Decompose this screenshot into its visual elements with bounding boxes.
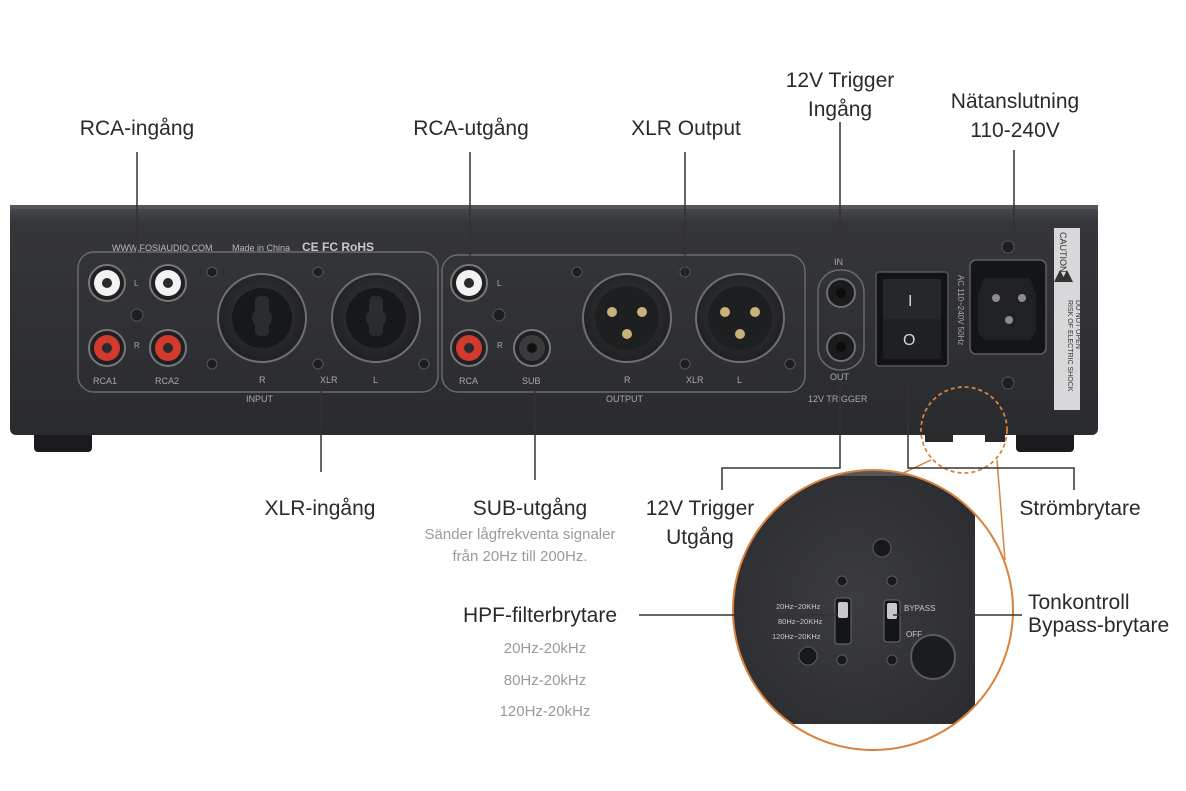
callout-power-switch: Strömbrytare bbox=[1019, 497, 1141, 520]
callout-hpf-switch: HPF-filterbrytare bbox=[462, 604, 618, 627]
ac-rating-text: AC 110~240V 50Hz bbox=[956, 275, 965, 345]
rca2-right-jack bbox=[149, 329, 187, 367]
callout-trigger-in-line1: 12V Trigger bbox=[785, 69, 895, 92]
trigger-out-label: OUT bbox=[830, 372, 850, 382]
callout-xlr-output: XLR Output bbox=[631, 117, 741, 140]
output-section-frame bbox=[441, 254, 806, 393]
rca-input-jacks bbox=[88, 264, 187, 367]
zoom-source-highlight bbox=[920, 386, 1008, 474]
trigger-jacks bbox=[817, 269, 865, 371]
rca-in-r-label: R bbox=[134, 341, 140, 350]
zoom-off-label: OFF bbox=[906, 630, 922, 639]
panel-screws-output bbox=[571, 266, 796, 370]
rca-out-l-label: L bbox=[497, 279, 502, 288]
hpf-option-2: 80Hz-20kHz bbox=[503, 672, 587, 689]
xlr-out-l-label: L bbox=[737, 375, 742, 385]
callout-rca-input: RCA-ingång bbox=[79, 117, 195, 140]
callout-trigger-out-line2: Utgång bbox=[666, 526, 734, 549]
sub-label: SUB bbox=[522, 376, 541, 386]
hpf-option-3: 120Hz-20kHz bbox=[499, 703, 591, 720]
input-section-label: INPUT bbox=[246, 394, 274, 404]
rca2-left-jack bbox=[149, 264, 187, 302]
callout-sub-desc-line1: Sänder lågfrekventa signaler bbox=[424, 526, 616, 543]
panel-screws-input bbox=[206, 266, 430, 370]
callout-rca-output: RCA-utgång bbox=[413, 117, 529, 140]
rca-output-right-jack bbox=[450, 329, 488, 367]
callout-mains-line2: 110-240V bbox=[970, 119, 1060, 142]
sub-output-jack bbox=[513, 329, 551, 367]
cert-marks: CE FC RoHS bbox=[302, 240, 374, 254]
xlr-in-l-label: L bbox=[373, 375, 378, 385]
callout-xlr-input: XLR-ingång bbox=[264, 497, 376, 520]
xlr-in-xlr-label: XLR bbox=[320, 375, 338, 385]
callout-sub-desc-line2: från 20Hz till 200Hz. bbox=[452, 548, 588, 565]
xlr-input-left-jack bbox=[331, 273, 421, 363]
callout-mains-line1: Nätanslutning bbox=[950, 90, 1080, 113]
callout-tone-line2: Bypass-brytare bbox=[1028, 614, 1170, 637]
xlr-output-left-jack bbox=[695, 273, 785, 363]
callout-trigger-out-line1: 12V Trigger bbox=[645, 497, 755, 520]
rca-output-left-jack bbox=[450, 264, 488, 302]
rca-out-r-label: R bbox=[497, 341, 503, 350]
hpf-option-1: 20Hz-20kHz bbox=[503, 640, 587, 657]
website-text: WWW.FOSIAUDIO.COM bbox=[112, 243, 213, 253]
zoom-connector-right bbox=[996, 459, 1006, 561]
warning-text-1: RISK OF ELECTRIC SHOCK bbox=[1066, 300, 1073, 392]
rca-in-l-label: L bbox=[134, 279, 139, 288]
callout-sub-output: SUB-utgång bbox=[472, 497, 588, 520]
caution-text: CAUTION bbox=[1058, 232, 1068, 273]
rca2-label: RCA2 bbox=[155, 376, 179, 386]
input-section-frame bbox=[77, 251, 439, 393]
leader-lines bbox=[136, 122, 1075, 616]
made-in-text: Made in China bbox=[232, 243, 290, 253]
xlr-input-right-jack bbox=[217, 273, 307, 363]
zoom-detail bbox=[732, 469, 1014, 751]
xlr-out-xlr-label: XLR bbox=[686, 375, 704, 385]
xlr-out-r-label: R bbox=[624, 375, 631, 385]
power-off-symbol: O bbox=[903, 332, 915, 349]
power-switch bbox=[875, 271, 949, 367]
chassis bbox=[10, 205, 1098, 435]
zoom-hpf-20-label: 20Hz~20KHz bbox=[776, 602, 821, 611]
rca1-right-jack bbox=[88, 329, 126, 367]
power-on-symbol: I bbox=[908, 293, 912, 310]
warning-text-2: DO NOT OPEN bbox=[1074, 300, 1081, 349]
callout-tone-line1: Tonkontroll bbox=[1028, 591, 1130, 614]
zoom-hpf-120-label: 120Hz~20KHz bbox=[772, 632, 821, 641]
xlr-output-right-jack bbox=[582, 273, 672, 363]
rca-out-label: RCA bbox=[459, 376, 478, 386]
rca1-label: RCA1 bbox=[93, 376, 117, 386]
caution-label: CAUTION RISK OF ELECTRIC SHOCK DO NOT OP… bbox=[1054, 228, 1081, 410]
trigger-in-label: IN bbox=[834, 257, 843, 267]
xlr-in-r-label: R bbox=[259, 375, 266, 385]
iec-power-inlet bbox=[969, 240, 1047, 390]
rca1-left-jack bbox=[88, 264, 126, 302]
zoom-hpf-80-label: 80Hz~20KHz bbox=[778, 617, 823, 626]
output-section-label: OUTPUT bbox=[606, 394, 644, 404]
zoom-bypass-label: BYPASS bbox=[904, 604, 935, 613]
trigger-section-label: 12V TRIGGER bbox=[808, 394, 868, 404]
callout-trigger-in-line2: Ingång bbox=[807, 98, 873, 121]
